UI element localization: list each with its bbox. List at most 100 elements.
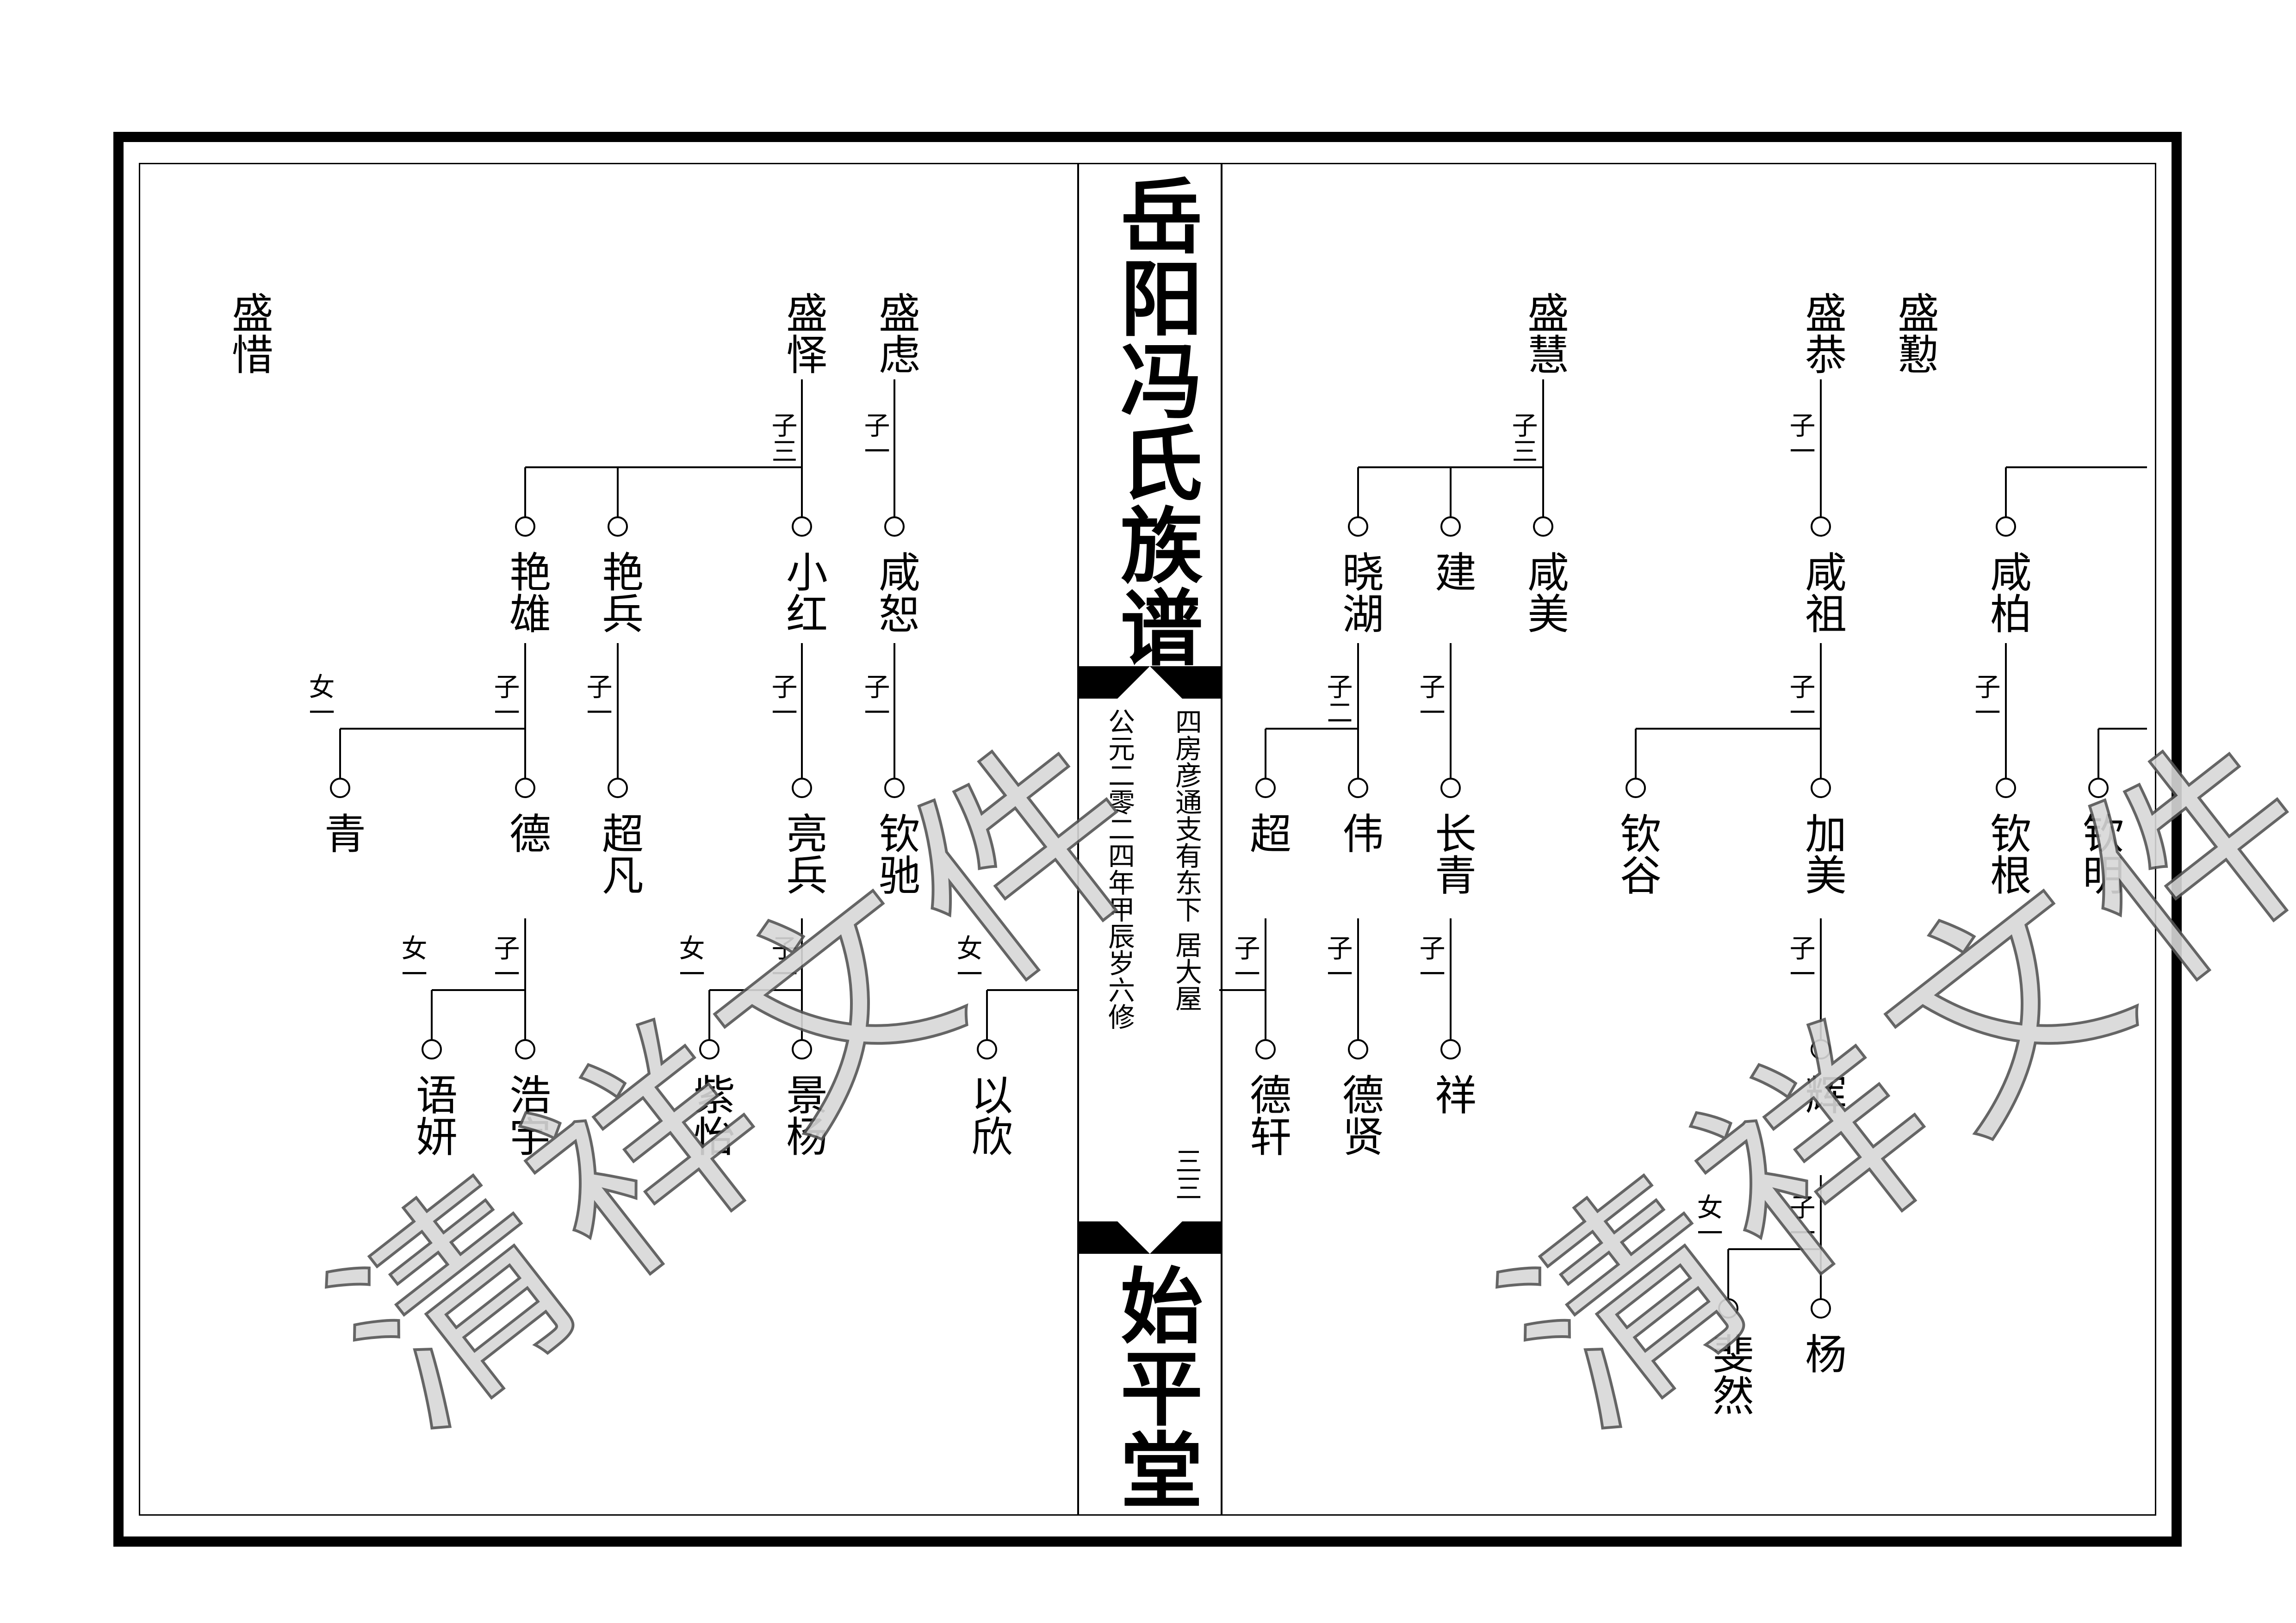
person-name: 德轩 <box>1242 1073 1291 1157</box>
offspring-count-tag: 子一 <box>490 935 520 986</box>
person-name: 艳雄 <box>502 551 551 634</box>
person-name: 钦谷 <box>1613 812 1661 895</box>
descendant-node <box>330 778 350 798</box>
person-name: 德贤 <box>1335 1073 1384 1157</box>
person-name: 艳兵 <box>595 551 643 634</box>
person-name: 咸祖 <box>1798 551 1846 634</box>
person-name: 钦驰 <box>871 812 920 895</box>
person-name: 超凡 <box>595 812 643 895</box>
person-name: 祥 <box>1427 1073 1476 1115</box>
descendant-node <box>792 778 812 798</box>
person-name: 咸柏 <box>1983 551 2031 634</box>
descendant-node <box>1348 516 1368 537</box>
descendant-node <box>1811 778 1831 798</box>
offspring-count-tag: 子一 <box>1970 673 2000 725</box>
person-name: 紫怡 <box>686 1073 735 1157</box>
descendant-node <box>1811 1039 1831 1059</box>
offspring-count-tag: 子一 <box>860 673 890 725</box>
person-name: 盛虑 <box>871 291 920 375</box>
offspring-count-tag: 子一 <box>582 673 612 725</box>
descendant-node <box>1255 778 1276 798</box>
edition-line: 公元二零二四年甲辰岁六修 <box>1104 708 1135 1030</box>
lower-fishtail-mark <box>1078 1221 1222 1254</box>
person-name: 超 <box>1242 812 1291 854</box>
person-name: 以欣 <box>964 1073 1012 1157</box>
person-name: 盛慧 <box>1520 291 1569 375</box>
descendant-node <box>608 778 628 798</box>
person-name: 钦根 <box>1983 812 2031 895</box>
person-name: 钦明 <box>2075 812 2124 895</box>
offspring-count-tag: 子一 <box>1322 935 1353 986</box>
person-name: 杨 <box>1798 1332 1846 1374</box>
person-name: 斐然 <box>1705 1332 1754 1416</box>
offspring-count-tag: 子一 <box>1415 935 1445 986</box>
offspring-count-tag: 子一 <box>860 412 890 464</box>
descendant-node <box>884 516 905 537</box>
person-name: 德 <box>502 812 551 854</box>
person-name: 小红 <box>779 551 827 634</box>
kinship-links <box>330 379 2147 1319</box>
person-name: 景杨 <box>779 1073 827 1157</box>
descendant-node <box>1626 778 1646 798</box>
person-name: 建 <box>1427 551 1476 592</box>
offspring-count-tag: 子三 <box>1508 412 1538 464</box>
offspring-count-tag: 子一 <box>490 673 520 725</box>
offspring-count-tag: 子一 <box>1785 673 1815 725</box>
offspring-count-tag: 女一 <box>304 673 335 725</box>
person-name: 伟 <box>1335 812 1384 854</box>
branch-line: 四房彦通支有东下 居大屋 <box>1171 708 1202 1012</box>
offspring-count-tag: 子一 <box>1785 412 1815 464</box>
person-name: 浩宇 <box>502 1073 551 1157</box>
offspring-count-tag: 女一 <box>952 935 982 986</box>
offspring-count-tag: 子二 <box>1322 673 1353 725</box>
offspring-count-tag: 女一 <box>675 935 705 986</box>
descendant-node <box>515 1039 535 1059</box>
descendant-node <box>1440 1039 1461 1059</box>
offspring-count-tag: 子一 <box>1785 935 1815 986</box>
descendant-node <box>699 1039 720 1059</box>
descendant-node <box>608 516 628 537</box>
descendant-node <box>1348 1039 1368 1059</box>
person-name: 青 <box>317 812 366 854</box>
offspring-count-tag: 子三 <box>767 412 797 464</box>
upper-fishtail-mark <box>1078 666 1222 699</box>
outer-border <box>113 132 2182 1547</box>
descendant-node <box>1440 778 1461 798</box>
person-name: 咸美 <box>1520 551 1569 634</box>
person-name: 晓湖 <box>1335 551 1384 634</box>
descendant-node <box>1533 516 1553 537</box>
person-name: 亮兵 <box>779 812 827 895</box>
descendant-node <box>792 516 812 537</box>
person-name: 盛惜 <box>224 291 273 375</box>
person-name: 咸恕 <box>871 551 920 634</box>
inner-border <box>139 163 2156 1516</box>
offspring-count-tag: 女一 <box>1693 1194 1723 1245</box>
offspring-count-tag: 子一 <box>767 673 797 725</box>
descendant-node <box>792 1039 812 1059</box>
descendant-node <box>1996 516 2016 537</box>
descendant-node <box>2088 778 2109 798</box>
descendant-node <box>1255 1039 1276 1059</box>
descendant-node <box>1348 778 1368 798</box>
offspring-count-tag: 子一 <box>1785 1194 1815 1245</box>
descendant-node <box>1440 516 1461 537</box>
descendant-node <box>977 1039 997 1059</box>
descendant-node <box>515 516 535 537</box>
page-number: 三三 <box>1171 1147 1202 1201</box>
descendant-node <box>1811 1298 1831 1319</box>
person-name: 长青 <box>1427 812 1476 895</box>
descendant-node <box>1718 1298 1738 1319</box>
person-name: 加美 <box>1798 812 1846 895</box>
person-name: 盛懃 <box>1890 291 1939 375</box>
person-name: 语妍 <box>409 1073 457 1157</box>
genealogy-title: 岳阳冯氏族谱 <box>1107 173 1204 668</box>
offspring-count-tag: 子一 <box>1230 935 1260 986</box>
hall-name: 始平堂 <box>1107 1263 1204 1510</box>
offspring-count-tag: 子一 <box>767 935 797 986</box>
person-name: 辉 <box>1798 1073 1846 1115</box>
offspring-count-tag: 女一 <box>397 935 427 986</box>
offspring-count-tag: 子一 <box>1415 673 1445 725</box>
person-name: 盛怿 <box>779 291 827 375</box>
descendant-node <box>515 778 535 798</box>
